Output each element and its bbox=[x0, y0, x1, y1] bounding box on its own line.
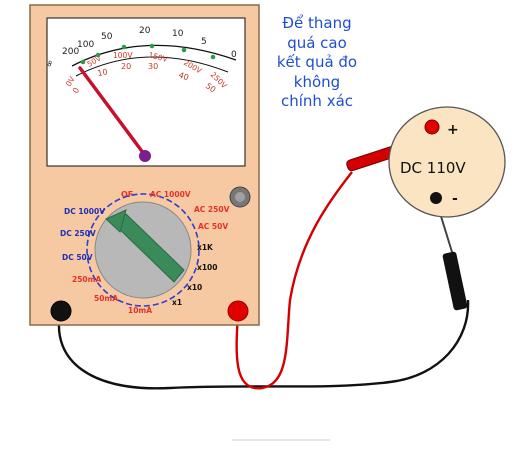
selector-arrow-tip bbox=[105, 209, 127, 233]
ohm-tick-5: 100 bbox=[77, 40, 94, 50]
note-line-3: kết quả đo bbox=[276, 53, 358, 71]
selector-off-label: OF bbox=[121, 190, 133, 199]
ohm-scale-arc bbox=[71, 44, 237, 67]
selector-ring bbox=[86, 193, 200, 307]
green-scale-dots bbox=[80, 43, 216, 65]
red-test-lead bbox=[235, 171, 353, 390]
selector-left-label-5: 10mA bbox=[128, 306, 152, 315]
voltage-black-tick-0: 0 bbox=[71, 86, 81, 95]
selector-right-label-1: AC 250V bbox=[194, 205, 230, 214]
selector-left-labels: DC 1000V DC 250V DC 50V 250mA 50mA 10mA bbox=[60, 207, 152, 315]
selector-left-label-1: DC 250V bbox=[60, 229, 96, 238]
needle-pivot bbox=[139, 150, 151, 162]
source-minus-sign: - bbox=[452, 191, 458, 207]
note-line-4: không bbox=[293, 72, 341, 91]
voltage-red-tick-2: 100V bbox=[113, 51, 133, 60]
selector-right-label-5: x10 bbox=[187, 283, 202, 292]
note-line-5: chính xác bbox=[280, 92, 354, 110]
voltage-black-tick-3: 30 bbox=[148, 62, 158, 71]
ohm-tick-7: ∞ bbox=[44, 59, 56, 69]
selector-right-label-3: x1K bbox=[197, 243, 214, 252]
source-voltage-label: DC 110V bbox=[400, 159, 466, 177]
meter-face bbox=[46, 17, 246, 167]
selector-left-label-4: 50mA bbox=[94, 294, 118, 303]
selector-left-label-0: DC 1000V bbox=[64, 207, 105, 216]
source-plus-sign: + bbox=[447, 122, 459, 138]
selector-right-label-4: x100 bbox=[197, 263, 218, 272]
meter-needle bbox=[78, 66, 146, 156]
ohm-tick-1: 5 bbox=[201, 37, 207, 47]
ohm-tick-2: 10 bbox=[172, 29, 184, 39]
selector-right-label-2: AC 50V bbox=[198, 222, 228, 231]
selector-left-label-3: 250mA bbox=[72, 275, 101, 284]
selector-right-label-6: x1 bbox=[172, 298, 182, 307]
com-terminal[interactable] bbox=[50, 300, 72, 322]
voltage-black-tick-1: 10 bbox=[97, 67, 109, 78]
ohm-tick-4: 50 bbox=[101, 32, 113, 42]
source-negative-terminal bbox=[430, 192, 442, 204]
note-line-1: Để thang bbox=[282, 14, 352, 32]
voltage-scale-arc bbox=[75, 56, 229, 77]
selector-left-label-2: DC 50V bbox=[62, 253, 93, 262]
selector-right-label-0: AC 1000V bbox=[150, 190, 191, 199]
zero-adjust-inner bbox=[235, 192, 245, 202]
ohm-tick-0: 0 bbox=[231, 50, 237, 60]
ohm-tick-6: 200 bbox=[62, 47, 79, 57]
warning-note: Để thang quá cao kết quả đo không chính … bbox=[252, 14, 382, 112]
source-positive-terminal bbox=[424, 119, 440, 135]
voltage-black-tick-4: 40 bbox=[177, 70, 190, 82]
note-line-2: quá cao bbox=[287, 33, 347, 52]
positive-terminal[interactable] bbox=[227, 300, 249, 322]
dc-source bbox=[388, 106, 506, 218]
voltage-black-tick-2: 20 bbox=[121, 62, 131, 71]
ohm-tick-3: 20 bbox=[139, 26, 151, 36]
black-test-lead bbox=[57, 299, 470, 390]
